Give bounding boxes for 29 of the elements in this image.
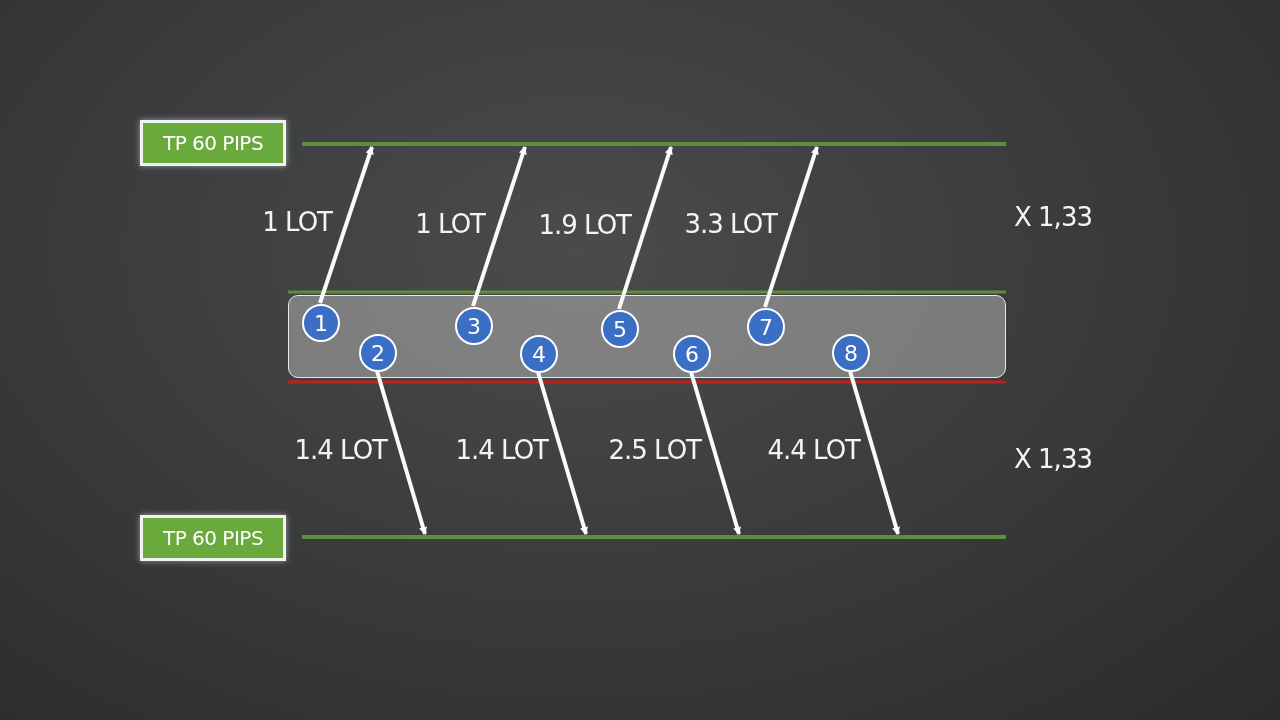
multiplier-label: X 1,33 bbox=[1014, 444, 1092, 474]
trade-number-circle: 8 bbox=[832, 334, 870, 372]
edge-label: 1.4 LOT bbox=[294, 434, 387, 465]
multiplier-label: X 1,33 bbox=[1014, 202, 1092, 232]
take-profit-label: TP 60 PIPS bbox=[140, 515, 286, 561]
arrow bbox=[375, 370, 427, 535]
edge-label: 2.5 LOT bbox=[608, 435, 701, 465]
arrow bbox=[617, 146, 673, 310]
edge-label: 1.4 LOT bbox=[455, 435, 548, 465]
trade-number-circle: 6 bbox=[673, 335, 711, 373]
trade-number-circle: 4 bbox=[520, 335, 558, 373]
arrow bbox=[318, 146, 374, 304]
trade-number-circle: 1 bbox=[302, 304, 340, 342]
arrow bbox=[763, 146, 819, 308]
edge-label: 4.4 LOT bbox=[767, 434, 860, 465]
trade-number-circle: 3 bbox=[455, 307, 493, 345]
take-profit-label: TP 60 PIPS bbox=[140, 120, 286, 166]
trade-number-circle: 7 bbox=[747, 308, 785, 346]
edge-label: 1 LOT bbox=[262, 207, 332, 237]
arrow bbox=[536, 371, 588, 535]
arrow bbox=[471, 146, 527, 307]
edge-label: 1 LOT bbox=[415, 208, 485, 239]
arrow bbox=[689, 371, 741, 535]
edge-label: 3.3 LOT bbox=[684, 209, 777, 239]
trade-number-circle: 5 bbox=[601, 310, 639, 348]
price-band bbox=[288, 295, 1006, 378]
arrow bbox=[848, 370, 900, 535]
trade-number-circle: 2 bbox=[359, 334, 397, 372]
edge-label: 1.9 LOT bbox=[538, 210, 631, 240]
